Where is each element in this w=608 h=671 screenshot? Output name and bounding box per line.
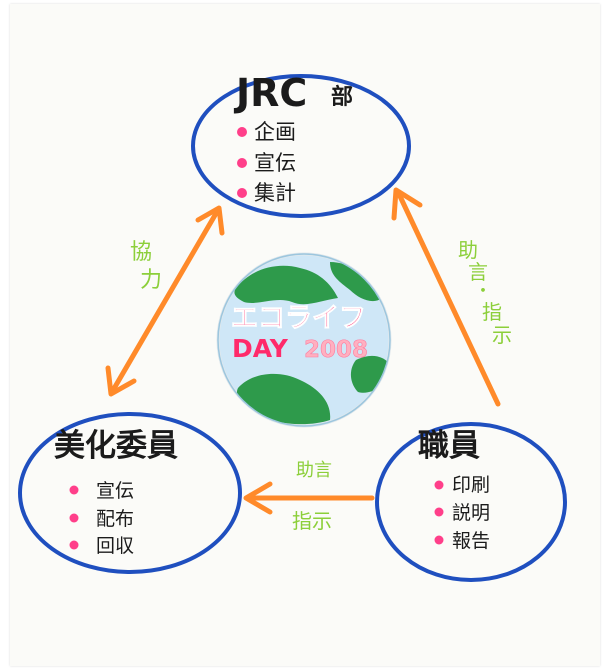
edge-left-label: 力	[140, 268, 162, 293]
jrc-item: 宣伝	[254, 151, 296, 175]
arrow-right	[391, 187, 501, 407]
globe-title-line1: エコライフ	[231, 303, 366, 334]
shokuin-item: 報告	[452, 530, 490, 552]
bullet-dot	[434, 507, 444, 517]
jrc-title-suffix: 部	[331, 84, 353, 110]
bullet-dot	[69, 485, 79, 495]
jrc-bullets	[237, 127, 247, 198]
jrc-title: JRC	[233, 71, 307, 115]
bika-title: 美化委員	[54, 428, 178, 464]
edge-right-label: ・	[474, 281, 492, 302]
edge-right-label: 示	[492, 323, 512, 347]
edge-right-label: 指	[482, 300, 502, 324]
bullet-dot	[237, 127, 247, 137]
globe-icon	[216, 252, 392, 428]
jrc-item: 企画	[254, 120, 296, 144]
edge-bottom-label: 指示	[292, 509, 332, 533]
edge-left-label: 協	[130, 240, 152, 265]
edge-bottom-label: 助言	[296, 460, 332, 481]
arrow-bottom	[243, 481, 375, 515]
bika-item: 配布	[96, 508, 134, 530]
bullet-dot	[434, 535, 444, 545]
bika-item: 宣伝	[96, 480, 134, 502]
bullet-dot	[237, 158, 247, 168]
edge-right-label: 言	[468, 260, 488, 284]
bullet-dot	[69, 513, 79, 523]
jrc-item: 集計	[254, 181, 296, 205]
shokuin-title: 職員	[418, 428, 480, 464]
edge-right-label: 助	[458, 238, 478, 262]
bika-item: 回収	[96, 535, 134, 557]
shokuin-item: 印刷	[452, 474, 490, 496]
shokuin-circle	[375, 422, 567, 582]
shokuin-bullets	[434, 480, 444, 545]
globe-title-year: 2008	[304, 337, 368, 363]
jrc-circle	[191, 74, 411, 218]
bullet-dot	[237, 188, 247, 198]
globe-title-day: DAY	[232, 334, 289, 363]
bullet-dot	[69, 540, 79, 550]
shokuin-item: 説明	[452, 502, 490, 524]
arrow-left-bidirectional	[105, 205, 225, 397]
bika-bullets	[69, 485, 79, 550]
bika-circle	[18, 412, 242, 574]
bullet-dot	[434, 480, 444, 490]
